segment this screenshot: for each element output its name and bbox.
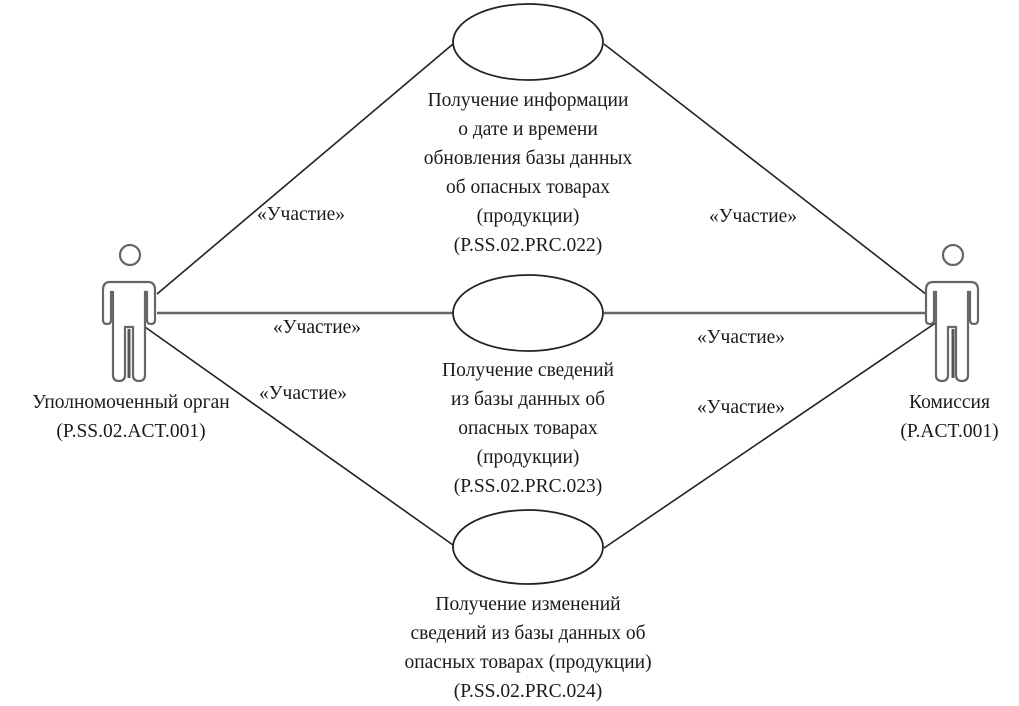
use-case-text-line: из базы данных об [450, 389, 606, 410]
stereotype-left-uc1: «Участие» [257, 204, 346, 225]
association-left-uc1 [156, 43, 454, 295]
association-left-uc3 [144, 326, 454, 546]
stereotype-right-uc3: «Участие» [697, 397, 786, 418]
actor-name: Комиссия [909, 392, 990, 413]
use-case-label-1: Получение информации о дате и времени об… [378, 86, 678, 260]
use-case-label-3: Получение изменений сведений из базы дан… [358, 590, 698, 706]
use-case-text-line: обновления базы данных [423, 148, 633, 169]
actor-icon-left[interactable] [101, 243, 157, 383]
actor-label-left: Уполномоченный орган (P.SS.02.ACT.001) [0, 388, 262, 446]
actor-label-right: Комиссия (P.ACT.001) [880, 388, 1019, 446]
actor-code: (P.ACT.001) [900, 421, 999, 442]
actor-icon-right[interactable] [924, 243, 980, 383]
stereotype-right-uc2: «Участие» [697, 327, 786, 348]
association-right-uc3 [603, 321, 938, 549]
use-case-text-line: Получение изменений [435, 594, 621, 615]
use-case-text-line: опасных товарах (продукции) [404, 652, 652, 673]
use-case-text-line: (продукции) [476, 206, 580, 227]
use-case-code: (P.SS.02.PRC.022) [453, 235, 603, 256]
stereotype-left-uc3: «Участие» [259, 383, 348, 404]
stereotype-left-uc2: «Участие» [273, 317, 362, 338]
use-case-text-line: (продукции) [476, 447, 580, 468]
use-case-text-line: Получение информации [427, 90, 629, 111]
use-case-code: (P.SS.02.PRC.024) [453, 681, 603, 702]
use-case-ellipse-1[interactable] [452, 3, 604, 81]
use-case-label-2: Получение сведений из базы данных об опа… [378, 356, 678, 501]
stereotype-right-uc1: «Участие» [709, 206, 798, 227]
use-case-code: (P.SS.02.PRC.023) [453, 476, 603, 497]
use-case-text-line: сведений из базы данных об [410, 623, 646, 644]
use-case-ellipse-2[interactable] [452, 274, 604, 352]
actor-code: (P.SS.02.ACT.001) [56, 421, 206, 442]
association-right-uc1 [603, 43, 928, 296]
use-case-text-line: опасных товарах [458, 418, 598, 439]
use-case-text-line: Получение сведений [442, 360, 614, 381]
actor-name: Уполномоченный орган [32, 392, 230, 413]
use-case-ellipse-3[interactable] [452, 509, 604, 585]
use-case-text-line: об опасных товарах [446, 177, 610, 198]
use-case-text-line: о дате и времени [458, 119, 598, 140]
